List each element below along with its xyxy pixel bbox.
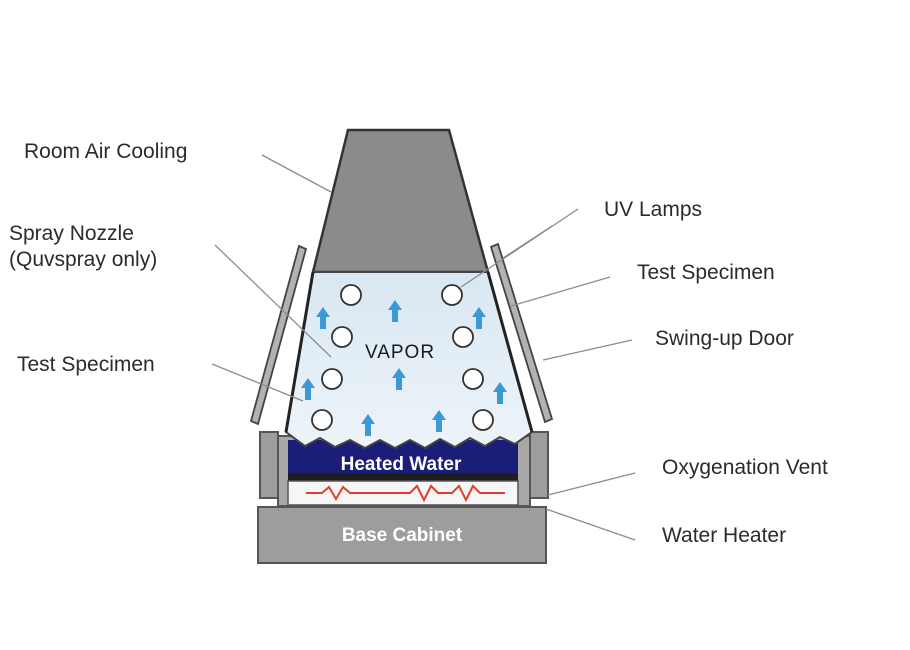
left-post	[259, 431, 279, 499]
uv-lamp	[340, 284, 362, 306]
uv-lamp	[452, 326, 474, 348]
vapor-arrow-icon	[392, 368, 406, 390]
vapor-arrow-icon	[316, 307, 330, 329]
vapor-arrow-icon	[432, 410, 446, 432]
leader-room-air-cooling	[261, 154, 332, 193]
vapor-arrow-icon	[472, 307, 486, 329]
vapor-arrow-icon	[493, 382, 507, 404]
label-spray-nozzle-note: (Quvspray only)	[9, 248, 157, 271]
leader-test-specimen-right	[510, 276, 611, 307]
label-test-specimen-left: Test Specimen	[17, 353, 155, 376]
water-heater-coil	[306, 484, 505, 503]
uv-lamps	[311, 284, 494, 431]
base-cabinet	[257, 506, 547, 564]
heated-water-label: Heated Water	[341, 454, 462, 475]
heated-water	[288, 440, 518, 473]
pan-bottom	[288, 473, 518, 481]
leader-water-heater	[545, 508, 636, 541]
leader-uv-lamps-door	[502, 225, 553, 259]
label-water-heater: Water Heater	[662, 524, 786, 547]
chamber-wall-right	[486, 271, 534, 433]
label-oxygenation-vent: Oxygenation Vent	[662, 456, 828, 479]
swing-up-door-left	[249, 244, 308, 426]
uv-lamp	[441, 284, 463, 306]
leader-spray-nozzle	[214, 244, 332, 358]
vapor-chamber	[284, 271, 534, 450]
label-room-air-cooling: Room Air Cooling	[24, 140, 187, 163]
right-post	[529, 431, 549, 499]
vapor-arrow-icon	[361, 414, 375, 436]
chamber-wall-left	[284, 271, 315, 433]
uv-lamp	[472, 409, 494, 431]
uv-lamp	[462, 368, 484, 390]
label-spray-nozzle: Spray Nozzle	[9, 222, 134, 245]
vapor-arrow-icon	[301, 378, 315, 400]
uv-lamp	[311, 409, 333, 431]
vapor-label: VAPOR	[365, 342, 435, 363]
cooling-hood	[311, 128, 490, 274]
leader-test-specimen-left	[211, 363, 304, 402]
label-swing-up-door: Swing-up Door	[655, 327, 794, 350]
label-test-specimen-right: Test Specimen	[637, 261, 775, 284]
leader-swing-up-door	[542, 339, 633, 361]
swing-up-door-right	[489, 242, 554, 424]
vapor-arrow-icon	[388, 300, 402, 322]
label-uv-lamps: UV Lamps	[604, 198, 702, 221]
base-cabinet-label: Base Cabinet	[342, 525, 463, 546]
leader-oxygenation-vent	[547, 472, 636, 496]
vapor-arrows	[301, 300, 507, 436]
leader-lines	[211, 154, 636, 541]
uv-lamp	[321, 368, 343, 390]
uv-lamp	[331, 326, 353, 348]
